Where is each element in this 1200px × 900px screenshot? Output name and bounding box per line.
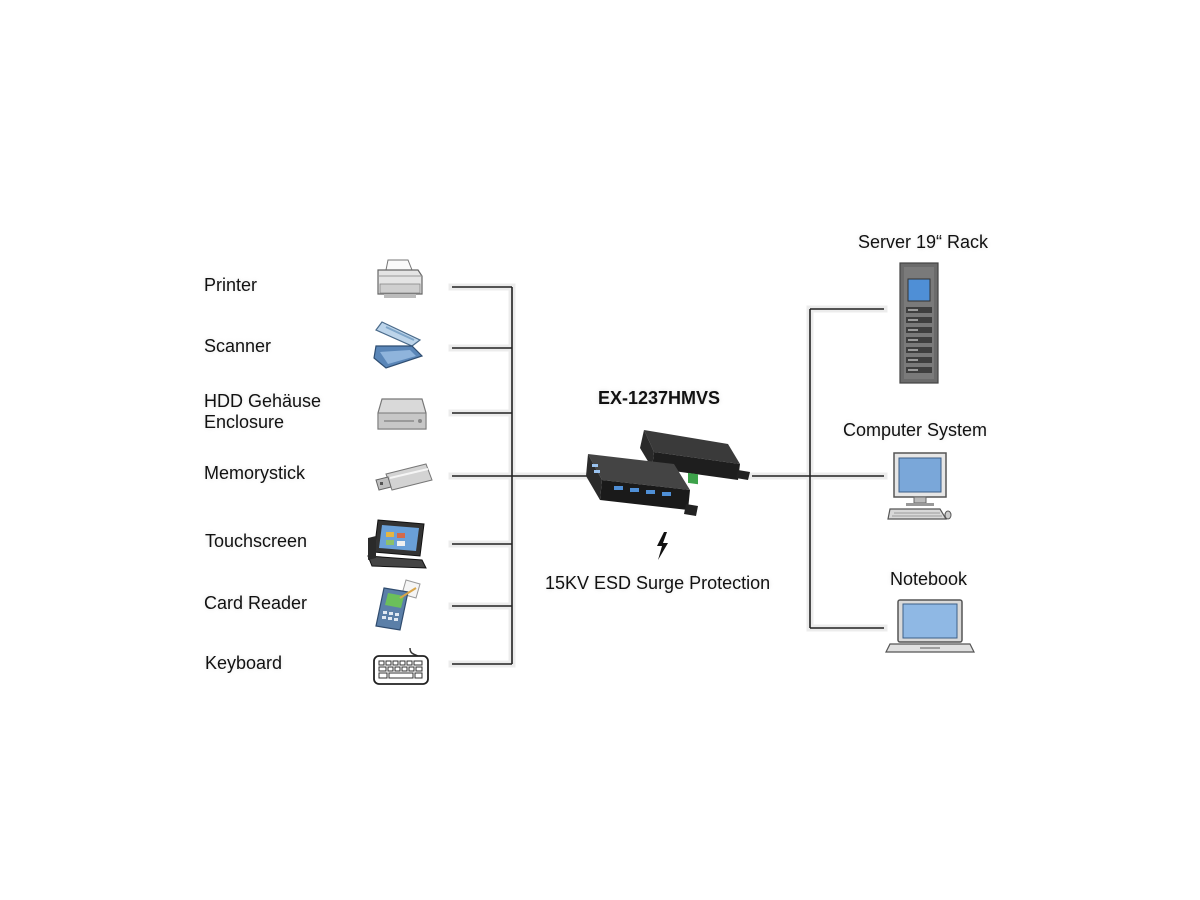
keyboard-label: Keyboard	[205, 653, 283, 673]
hdd-enclosure-icon	[377, 398, 427, 430]
touchscreen-pos-icon	[367, 519, 427, 569]
usb-memorystick-icon	[375, 463, 433, 491]
esd-protection-label: 15KV ESD Surge Protection	[545, 573, 771, 593]
hdd-enclosure-label: HDD Gehäuse Enclosure	[204, 391, 322, 432]
keyboard-icon	[373, 647, 429, 685]
server-rack-label: Server 19“ Rack	[858, 232, 989, 252]
hub-model-title: EX-1237HMVS	[598, 388, 721, 408]
computer-system-label: Computer System	[843, 420, 988, 440]
printer-icon	[377, 259, 423, 298]
server-rack-icon	[899, 262, 939, 384]
desktop-computer-icon	[887, 452, 952, 520]
printer-label: Printer	[204, 275, 258, 295]
card-reader-icon	[375, 579, 421, 631]
card-reader-label: Card Reader	[204, 593, 308, 613]
usb-hub-icon	[586, 430, 750, 516]
lightning-bolt-icon	[657, 532, 668, 560]
notebook-label: Notebook	[890, 569, 968, 589]
notebook-icon	[885, 599, 975, 653]
memorystick-label: Memorystick	[204, 463, 306, 483]
scanner-label: Scanner	[204, 336, 272, 356]
scanner-icon	[373, 321, 424, 369]
touchscreen-label: Touchscreen	[205, 531, 308, 551]
